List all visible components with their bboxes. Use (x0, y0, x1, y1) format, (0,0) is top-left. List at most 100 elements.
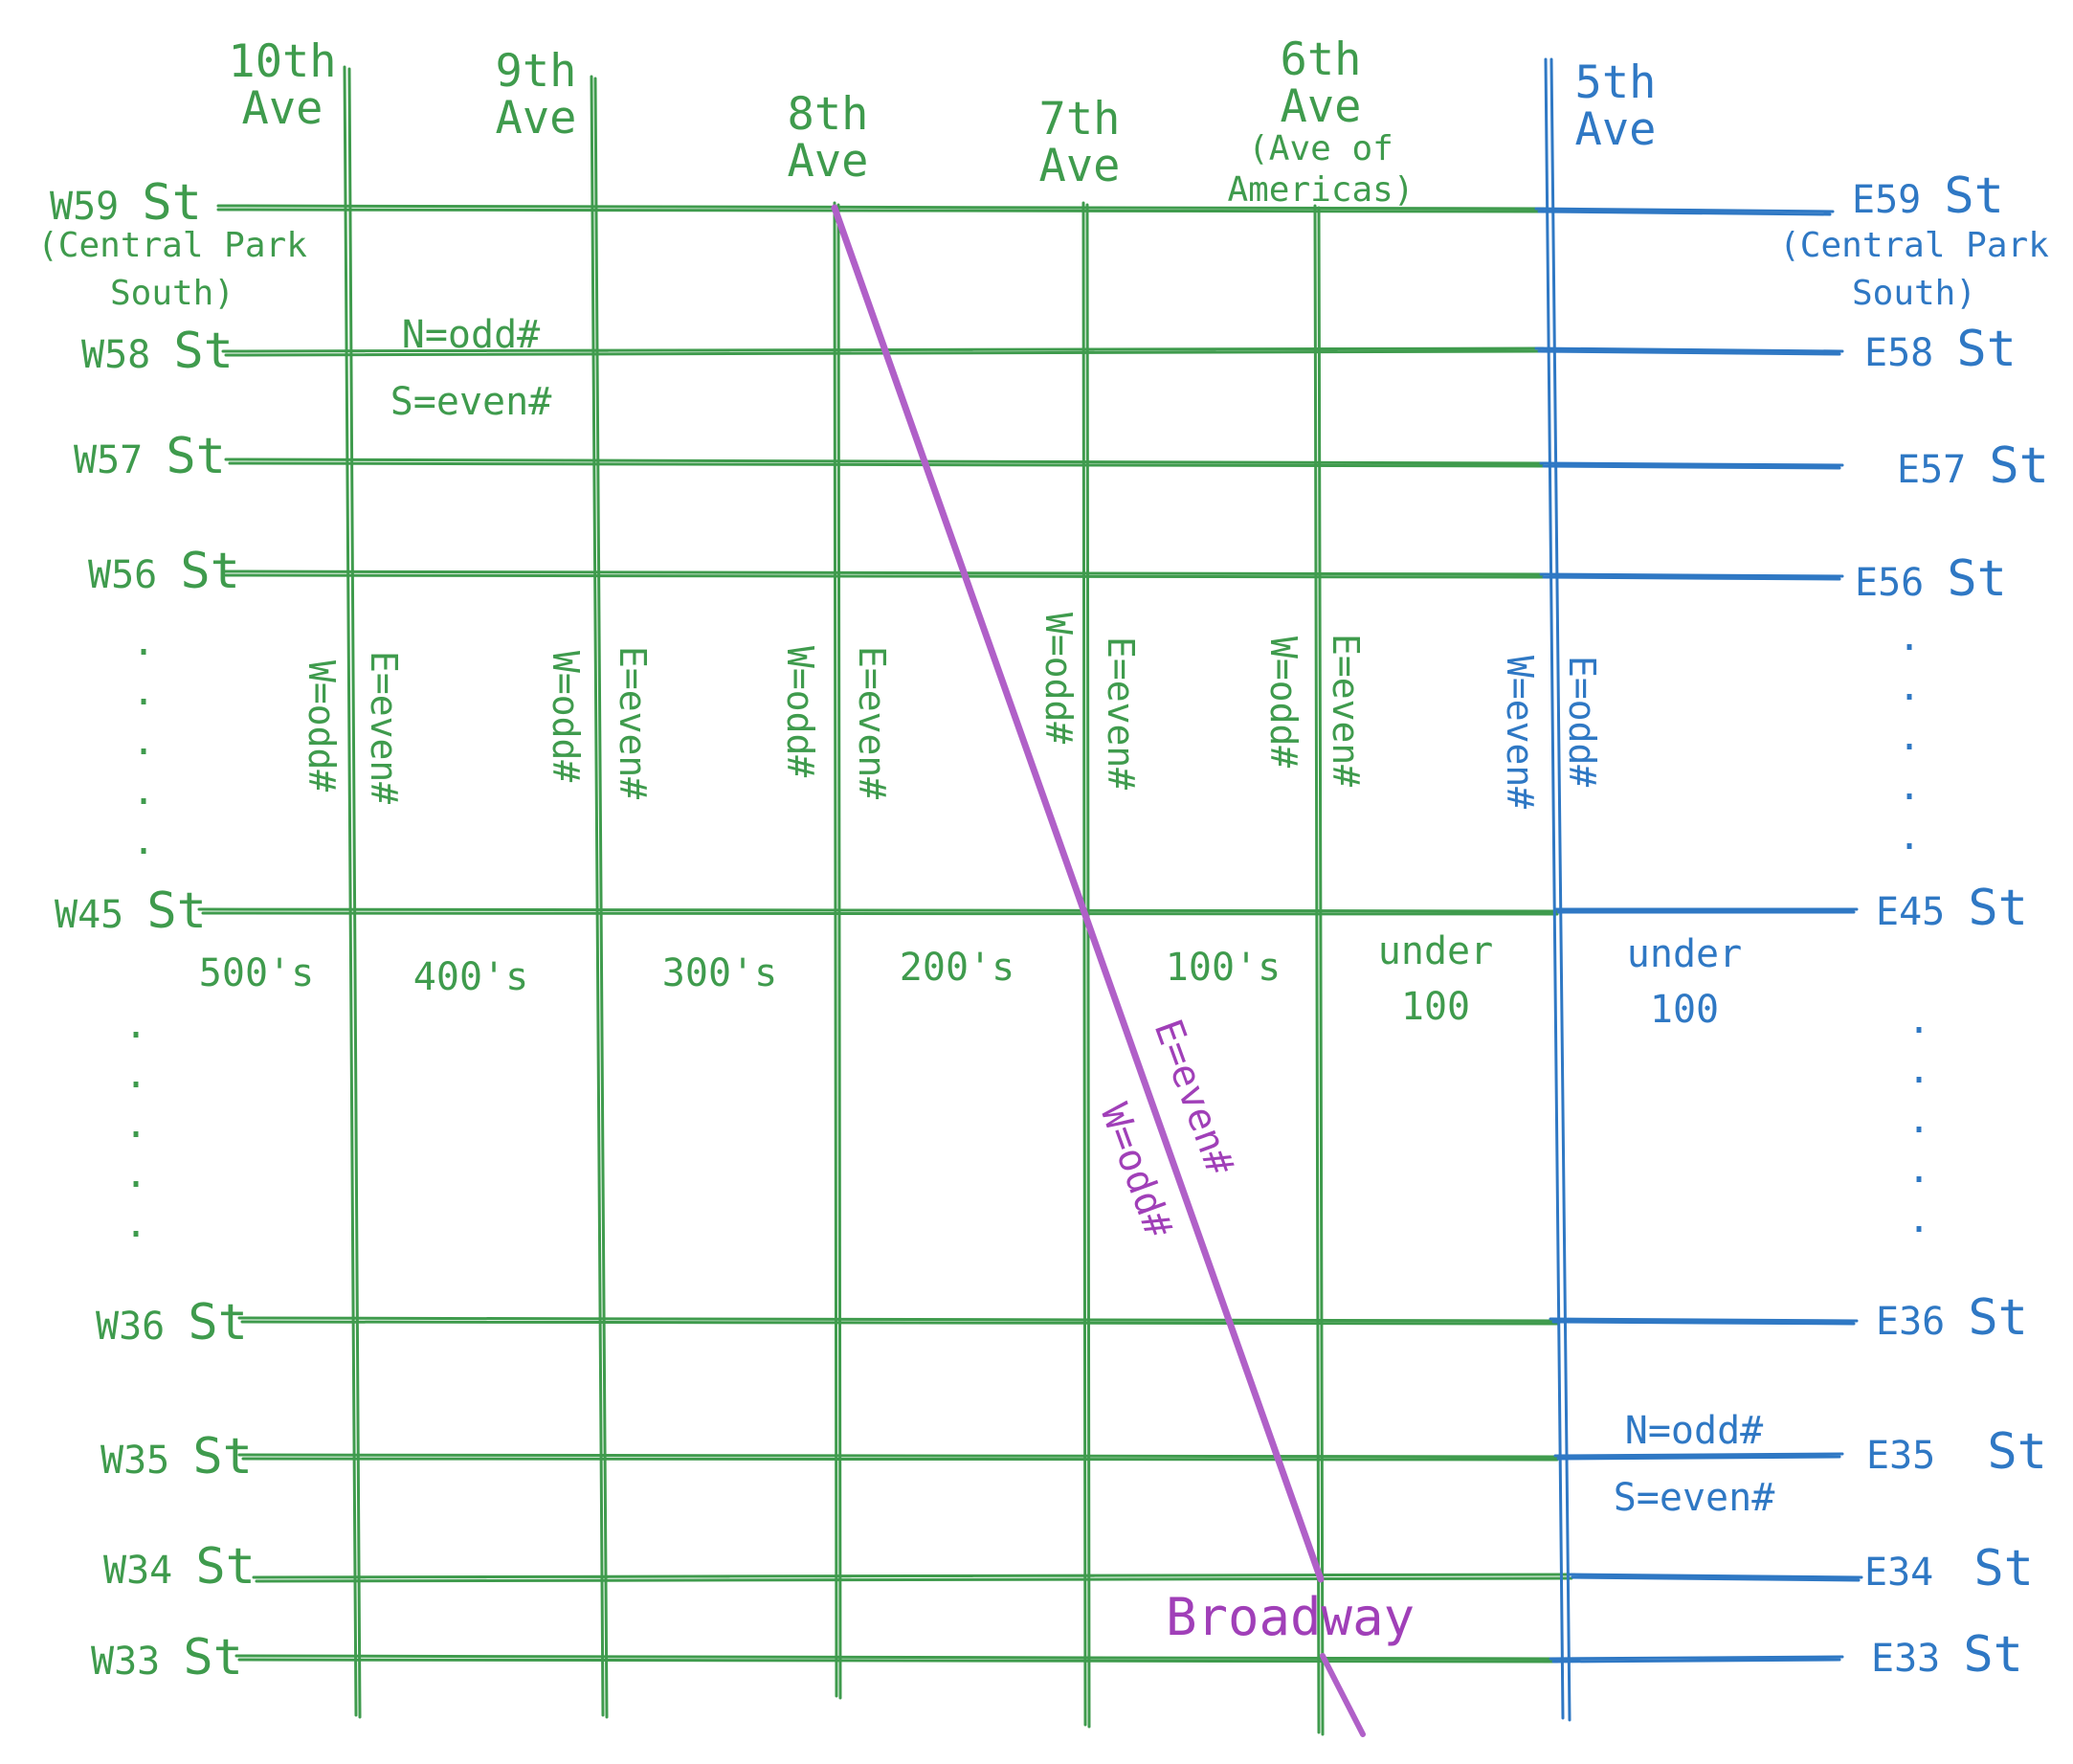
avenue-line-5th (1544, 57, 1571, 1722)
avenue-line-6th (1313, 204, 1325, 1736)
street-rule-east: N=odd# S=even# (1614, 1397, 1775, 1531)
street-suffix: St (1968, 880, 2028, 937)
street-number: E34 (1864, 1551, 1934, 1595)
street-suffix: St (1956, 321, 2017, 378)
street-label-w33: W33 St (91, 1632, 243, 1685)
street-rule-west: N=odd# S=even# (390, 301, 552, 435)
address-range-8th-to-7th: 200's (899, 946, 1015, 990)
street-line-w33 (234, 1654, 1562, 1664)
street-line-w57 (224, 458, 1548, 468)
avenue-suffix: Ave (241, 82, 323, 136)
broadway-label: Broadway (1166, 1587, 1415, 1647)
avenue-rule-7th-east: E=even# (1100, 636, 1142, 791)
fifth-avenue-line-group (1544, 57, 1571, 1722)
street-line-e45 (1553, 907, 1859, 914)
south-side-rule: S=even# (390, 380, 552, 424)
address-range-east-of-5th: under 100 (1627, 927, 1742, 1038)
street-line-w35 (237, 1453, 1562, 1462)
broadway-line-group (831, 204, 1366, 1737)
address-range-10th-to-9th: 400's (412, 955, 529, 999)
street-suffix: St (1944, 167, 2004, 225)
avenue-label-5th: 5th Ave (1575, 59, 1657, 154)
range-line2: 100 (1649, 988, 1720, 1032)
street-label-e35: E35 St (1866, 1426, 2047, 1479)
street-suffix: St (1963, 1626, 2023, 1684)
street-suffix: St (1947, 550, 2007, 608)
street-number: W33 (91, 1640, 161, 1684)
street-number: W45 (55, 893, 124, 937)
street-line-w56 (221, 569, 1548, 579)
address-range-7th-to-6th: 100's (1165, 946, 1282, 990)
broadway-line-south (1320, 1653, 1366, 1737)
avenue-name: 10th (228, 35, 337, 88)
avenue-name: 8th (787, 88, 869, 141)
street-suffix: St (142, 174, 202, 232)
avenue-label-8th: 8th Ave (788, 91, 869, 186)
south-side-rule: S=even# (1613, 1476, 1775, 1520)
street-label-e56: E56 St (1855, 553, 2007, 606)
street-suffix: St (183, 1629, 243, 1686)
street-line-w59 (216, 204, 1548, 213)
street-number: W34 (103, 1549, 173, 1593)
street-label-e57: E57 St (1897, 440, 2049, 493)
east-street-lines (1534, 207, 1863, 1664)
street-suffix: St (1968, 1289, 2028, 1347)
avenue-suffix: Ave (1280, 80, 1362, 134)
street-label-e33: E33 St (1871, 1629, 2023, 1682)
street-label-w56: W56 St (88, 546, 240, 598)
avenue-suffix: Ave (1038, 140, 1121, 193)
gap-marker-east-upper: . . . . . (1897, 615, 1922, 859)
range-line1: under (1626, 932, 1743, 976)
street-suffix: St (180, 543, 240, 600)
street-line-e57 (1539, 461, 1844, 470)
alt-name-line1: (Central Park (1779, 226, 2049, 265)
street-label-w59: W59 St (50, 177, 202, 230)
street-number: E33 (1871, 1637, 1941, 1681)
range-line2: 100 (1400, 985, 1471, 1029)
street-number: E56 (1855, 561, 1925, 605)
street-number: E35 (1866, 1434, 1936, 1478)
alt-name-line1: (Central Park (37, 226, 307, 265)
north-side-rule: N=odd# (1624, 1409, 1764, 1453)
avenue-name: 6th (1280, 33, 1362, 86)
avenue-label-6th: 6th Ave (Ave of Americas) (1227, 36, 1414, 209)
street-label-w36: W36 St (96, 1297, 248, 1350)
street-alt-name-w59: (Central Park South) (37, 222, 307, 319)
street-line-e58 (1534, 346, 1844, 356)
street-suffix: St (1973, 1540, 2034, 1597)
west-street-lines (197, 204, 1576, 1664)
street-number: W35 (100, 1439, 170, 1483)
street-line-w36 (237, 1316, 1562, 1326)
street-line-e35 (1553, 1452, 1844, 1461)
street-number: W58 (81, 333, 151, 377)
street-label-w57: W57 St (74, 431, 226, 483)
street-suffix: St (1987, 1423, 2047, 1481)
north-side-rule: N=odd# (401, 313, 541, 357)
street-suffix: St (1989, 437, 2049, 495)
avenue-rule-5th-west: W=even# (1499, 656, 1541, 810)
street-label-e58: E58 St (1864, 324, 2017, 376)
street-suffix: St (146, 882, 207, 940)
avenue-rule-9th-west: W=odd# (545, 651, 587, 783)
avenue-rule-6th-west: W=odd# (1262, 636, 1304, 769)
address-range-9th-to-8th: 300's (661, 951, 778, 995)
street-number: E59 (1852, 178, 1922, 222)
street-line-e59 (1534, 207, 1835, 216)
street-number: W56 (88, 553, 158, 597)
avenue-line-10th (343, 65, 362, 1719)
avenue-lines (343, 65, 1325, 1736)
street-suffix: St (195, 1538, 256, 1596)
street-suffix: St (192, 1428, 253, 1485)
avenue-rule-9th-east: E=even# (612, 646, 654, 800)
avenue-line-7th (1081, 201, 1091, 1729)
gap-marker-east-lower: . . . . . (1906, 998, 1931, 1241)
avenue-alt-name-line1: (Ave of (1248, 128, 1393, 168)
street-label-w45: W45 St (55, 885, 207, 938)
street-label-w58: W58 St (81, 325, 234, 378)
avenue-rule-8th-east: E=even# (851, 646, 893, 800)
avenue-rule-7th-west: W=odd# (1037, 613, 1080, 745)
gap-marker-west-lower: . . . . . (123, 1003, 148, 1246)
street-line-e56 (1539, 572, 1844, 581)
avenue-line-8th (833, 201, 842, 1700)
broadway-line (831, 204, 1325, 1583)
